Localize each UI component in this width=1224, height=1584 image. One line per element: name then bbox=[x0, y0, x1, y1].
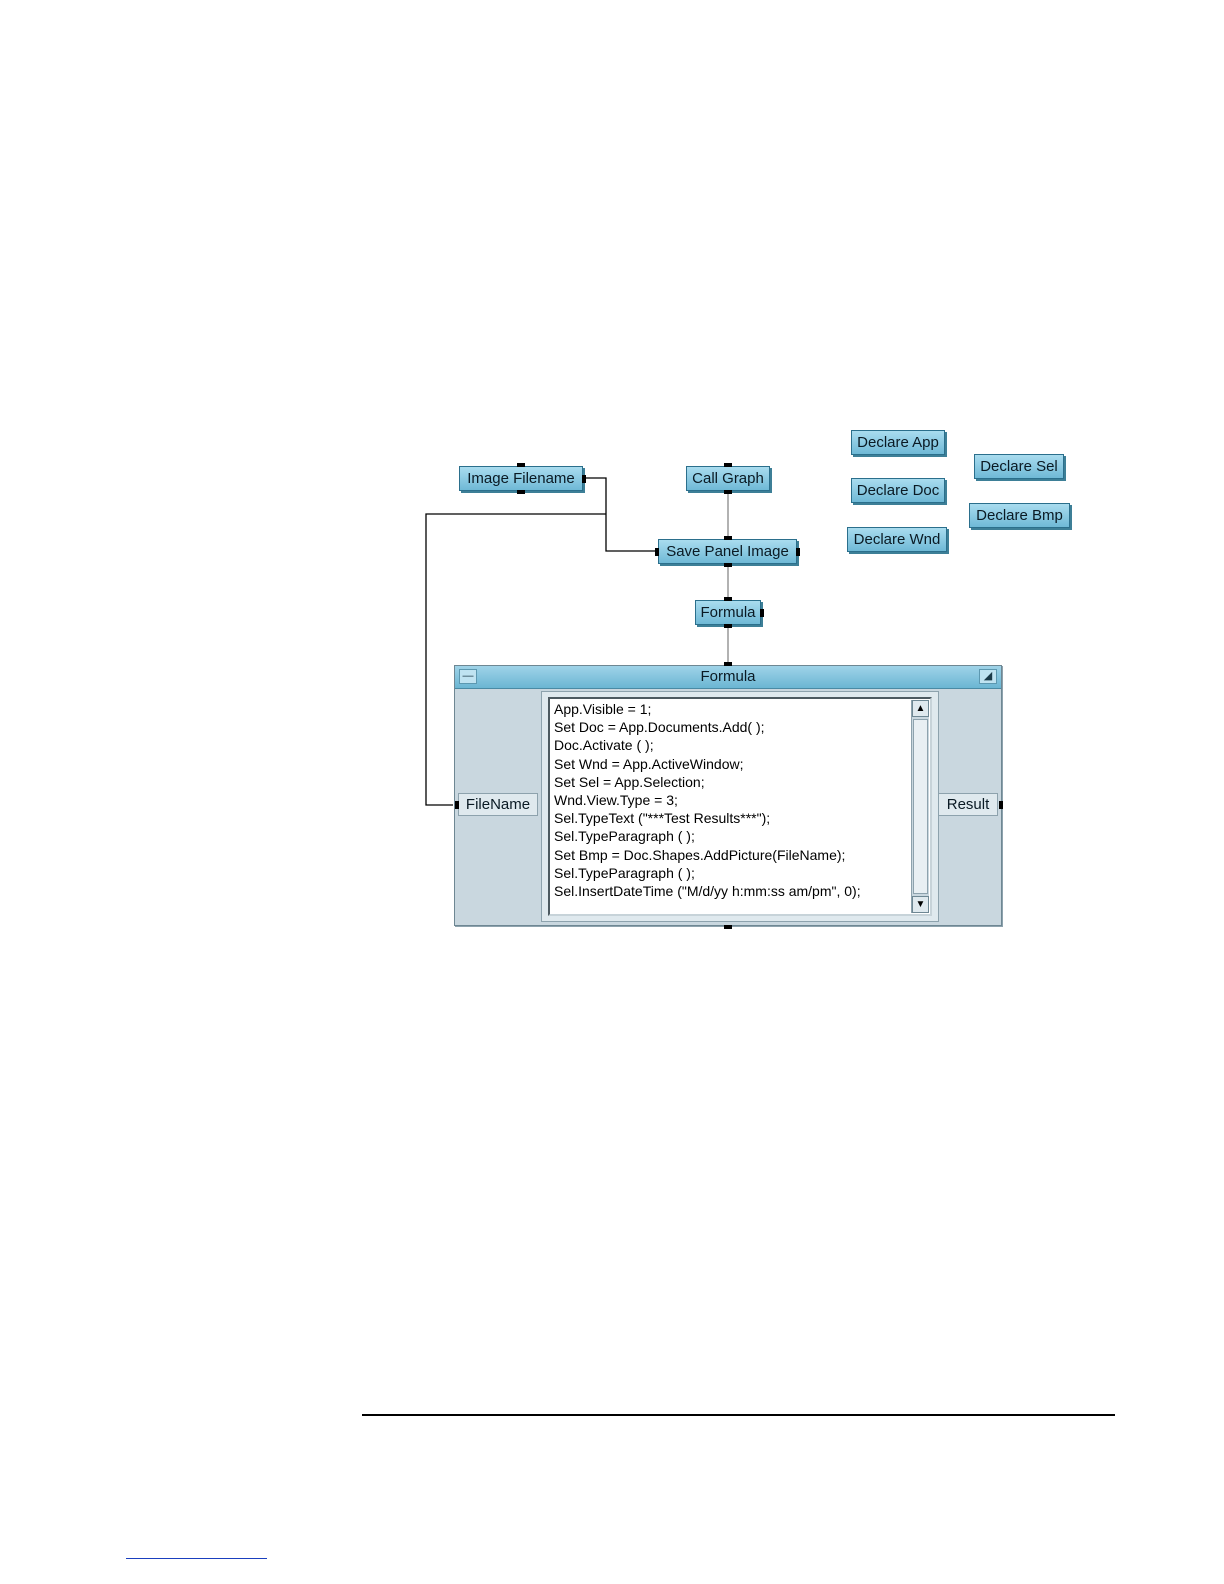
code-line: Sel.TypeParagraph ( ); bbox=[554, 864, 695, 881]
declare-bmp-object[interactable]: Declare Bmp bbox=[969, 503, 1070, 528]
declare-sel-object[interactable]: Declare Sel bbox=[974, 454, 1064, 479]
maximize-icon[interactable]: ◢ bbox=[979, 669, 997, 684]
declare-wnd-label: Declare Wnd bbox=[853, 531, 941, 548]
result-terminal-label: Result bbox=[946, 796, 990, 813]
code-line: Wnd.View.Type = 3; bbox=[554, 792, 678, 809]
code-line: Set Sel = App.Selection; bbox=[554, 773, 705, 790]
declare-doc-object[interactable]: Declare Doc bbox=[851, 478, 945, 503]
declare-app-label: Declare App bbox=[857, 434, 939, 451]
image-filename-object[interactable]: Image Filename bbox=[459, 463, 586, 494]
code-line: Set Wnd = App.ActiveWindow; bbox=[554, 755, 744, 772]
page-rule bbox=[362, 1414, 1115, 1416]
data-out-pin bbox=[999, 800, 1003, 809]
formula-title-bar[interactable]: Formula — ◢ bbox=[455, 666, 1001, 689]
filename-terminal-label: FileName bbox=[465, 796, 531, 813]
sequence-out-pin bbox=[724, 624, 732, 628]
sequence-in-pin bbox=[723, 536, 732, 540]
footer-link-underline bbox=[126, 1558, 267, 1559]
declare-app-object[interactable]: Declare App bbox=[851, 430, 945, 455]
formula-open-view[interactable]: Formula — ◢ FileName Result App.Visible … bbox=[454, 662, 1003, 929]
filename-input-terminal[interactable]: FileName bbox=[455, 793, 538, 816]
sequence-in-pin bbox=[724, 463, 732, 467]
formula-title: Formula bbox=[700, 668, 756, 685]
vertical-scrollbar[interactable]: ▲ ▼ bbox=[911, 700, 929, 913]
scroll-thumb[interactable] bbox=[913, 719, 928, 894]
data-in-pin bbox=[455, 800, 459, 809]
call-graph-label: Call Graph bbox=[692, 470, 764, 487]
sequence-out-pin bbox=[723, 563, 732, 567]
call-graph-object[interactable]: Call Graph bbox=[686, 463, 770, 494]
declare-wnd-object[interactable]: Declare Wnd bbox=[847, 527, 947, 552]
declare-bmp-label: Declare Bmp bbox=[976, 507, 1063, 524]
sequence-out-pin bbox=[517, 490, 525, 494]
sequence-in-pin bbox=[724, 662, 732, 666]
sequence-in-pin bbox=[724, 597, 732, 601]
sequence-out-pin bbox=[724, 490, 732, 494]
save-panel-image-label: Save Panel Image bbox=[666, 543, 789, 560]
data-out-pin bbox=[582, 474, 586, 483]
result-output-terminal[interactable]: Result bbox=[938, 793, 1003, 816]
image-filename-label: Image Filename bbox=[467, 470, 575, 487]
code-line: Set Doc = App.Documents.Add( ); bbox=[554, 719, 765, 736]
code-line: Sel.TypeText ("***Test Results***"); bbox=[554, 810, 771, 827]
code-line: Sel.TypeParagraph ( ); bbox=[554, 828, 695, 845]
code-lines: App.Visible = 1; Set Doc = App.Documents… bbox=[554, 700, 908, 900]
formula-code-editor[interactable]: App.Visible = 1; Set Doc = App.Documents… bbox=[548, 697, 932, 916]
formula-small-object[interactable]: Formula bbox=[695, 597, 764, 628]
data-in-pin bbox=[655, 547, 659, 556]
code-line: Set Bmp = Doc.Shapes.AddPicture(FileName… bbox=[554, 846, 846, 863]
minimize-icon[interactable]: — bbox=[459, 669, 477, 684]
formula-code-frame: App.Visible = 1; Set Doc = App.Documents… bbox=[541, 691, 939, 922]
arrow-up-icon[interactable]: ▲ bbox=[912, 700, 929, 717]
data-out-pin bbox=[796, 547, 800, 556]
formula-small-label: Formula bbox=[700, 604, 756, 621]
sequence-in-pin bbox=[517, 463, 525, 467]
save-panel-image-object[interactable]: Save Panel Image bbox=[655, 536, 800, 567]
arrow-down-icon[interactable]: ▼ bbox=[912, 896, 929, 913]
sequence-out-pin bbox=[724, 925, 732, 929]
wire-filename-to-formula bbox=[425, 513, 606, 806]
code-line: Doc.Activate ( ); bbox=[554, 737, 654, 754]
declare-sel-label: Declare Sel bbox=[980, 458, 1058, 475]
data-out-pin bbox=[760, 608, 764, 617]
code-line: Sel.InsertDateTime ("M/d/yy h:mm:ss am/p… bbox=[554, 883, 861, 900]
code-line: App.Visible = 1; bbox=[554, 701, 652, 717]
declare-doc-label: Declare Doc bbox=[856, 482, 940, 499]
